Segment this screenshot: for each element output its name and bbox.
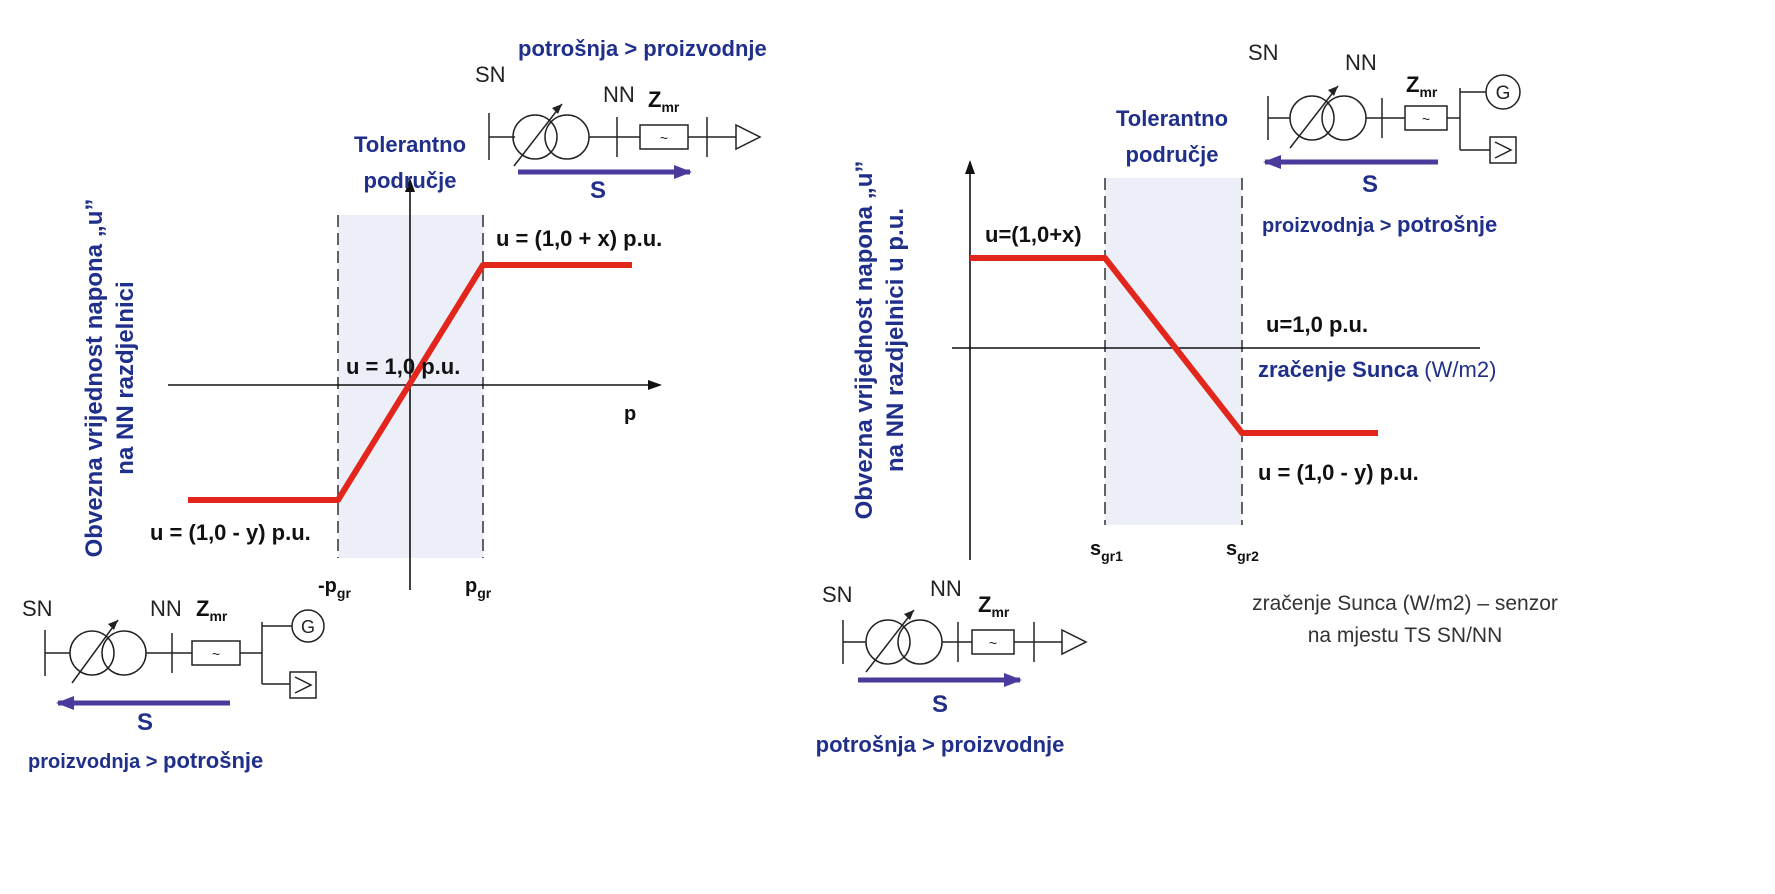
- left-voltage-curve: [188, 262, 632, 503]
- right-voltage-curve: [970, 255, 1378, 436]
- right-y-axis-title-line1: Obvezna vrijednost napona „u”: [851, 161, 878, 520]
- left-band-label-line2: područje: [364, 168, 457, 193]
- generator-icon: [291, 609, 325, 643]
- left-top-circuit: potrošnja > proizvodnje SN NN Zmr ~ S: [475, 36, 767, 204]
- right-top-circuit-caption: proizvodnja > potrošnje: [1262, 212, 1497, 237]
- right-bottom-sn-label: SN: [822, 582, 853, 607]
- left-top-z-label: Zmr: [648, 87, 680, 115]
- left-y-axis-title-line1: Obvezna vrijednost napona „u”: [81, 199, 108, 558]
- impedance-icon: [1404, 105, 1448, 131]
- right-lower-voltage-label: u = (1,0 - y) p.u.: [1258, 460, 1419, 485]
- right-sensor-note-line2: na mjestu TS SN/NN: [1308, 624, 1503, 647]
- left-top-circuit-caption: potrošnja > proizvodnje: [518, 36, 767, 61]
- left-tick-minus-pgr: -pgr: [318, 575, 351, 601]
- left-bottom-circuit-caption: proizvodnja > potrošnje: [28, 748, 263, 773]
- right-bottom-s-label: S: [932, 691, 948, 718]
- right-x-axis-label: zračenje Sunca (W/m2): [1258, 357, 1496, 382]
- right-top-z-label: Zmr: [1406, 72, 1438, 100]
- generator-icon: [1485, 74, 1521, 110]
- left-tick-pgr: pgr: [465, 575, 492, 601]
- right-tolerance-band: [1105, 178, 1242, 525]
- left-upper-voltage-label: u = (1,0 + x) p.u.: [496, 226, 662, 251]
- right-top-circuit: SN NN Zmr ~ G S proizvodnja > potrošnje: [1248, 40, 1521, 237]
- load-icon: [1061, 628, 1088, 656]
- left-y-axis-title-line2: na NN razdjelnici: [112, 281, 139, 474]
- right-band-label-line1: Tolerantno: [1116, 106, 1228, 131]
- left-lower-voltage-label: u = (1,0 - y) p.u.: [150, 520, 311, 545]
- right-y-axis-title-line2: na NN razdjelnici u p.u.: [882, 208, 909, 472]
- transformer-icon: [865, 619, 911, 665]
- transformer-icon: [1289, 95, 1335, 141]
- left-top-sn-label: SN: [475, 62, 506, 87]
- load-icon: [735, 123, 762, 151]
- left-top-nn-label: NN: [603, 82, 635, 107]
- right-tick-sgr2: sgr2: [1226, 538, 1259, 564]
- svg-text:~: ~: [660, 130, 668, 146]
- right-top-sn-label: SN: [1248, 40, 1279, 65]
- right-bottom-z-label: Zmr: [978, 592, 1010, 620]
- svg-text:~: ~: [989, 635, 997, 651]
- right-sensor-note-line1: zračenje Sunca (W/m2) – senzor: [1252, 592, 1558, 615]
- left-panel: Obvezna vrijednost napona „u” na NN razd…: [22, 36, 767, 773]
- left-top-s-label: S: [590, 177, 606, 204]
- right-center-voltage-label: u=1,0 p.u.: [1266, 312, 1368, 337]
- left-band-label-line1: Tolerantno: [354, 132, 466, 157]
- left-bottom-circuit: SN NN Zmr ~ G S proizvodnja > potrošnje: [22, 596, 325, 773]
- right-top-s-label: S: [1362, 171, 1378, 198]
- svg-text:~: ~: [212, 646, 220, 662]
- right-bottom-circuit: SN NN Zmr ~ S potrošnja > proizvodnje: [816, 576, 1088, 757]
- right-upper-voltage-label: u=(1,0+x): [985, 222, 1082, 247]
- transformer-icon: [69, 630, 115, 676]
- left-bottom-nn-label: NN: [150, 596, 182, 621]
- svg-text:~: ~: [1422, 111, 1430, 127]
- left-bottom-sn-label: SN: [22, 596, 53, 621]
- right-bottom-nn-label: NN: [930, 576, 962, 601]
- impedance-icon: [639, 124, 689, 150]
- right-top-nn-label: NN: [1345, 50, 1377, 75]
- left-x-axis-label: p: [624, 403, 636, 425]
- right-panel: Obvezna vrijednost napona „u” na NN razd…: [816, 40, 1558, 757]
- right-bottom-circuit-caption: potrošnja > proizvodnje: [816, 732, 1065, 757]
- right-tick-sgr1: sgr1: [1090, 538, 1123, 564]
- right-top-generator-label: G: [1496, 83, 1511, 104]
- left-bottom-generator-label: G: [301, 617, 315, 637]
- left-bottom-z-label: Zmr: [196, 596, 228, 624]
- transformer-icon: [512, 114, 558, 160]
- left-center-voltage-label: u = 1,0 p.u.: [346, 354, 460, 379]
- left-bottom-s-label: S: [137, 709, 153, 736]
- right-band-label-line2: područje: [1126, 142, 1219, 167]
